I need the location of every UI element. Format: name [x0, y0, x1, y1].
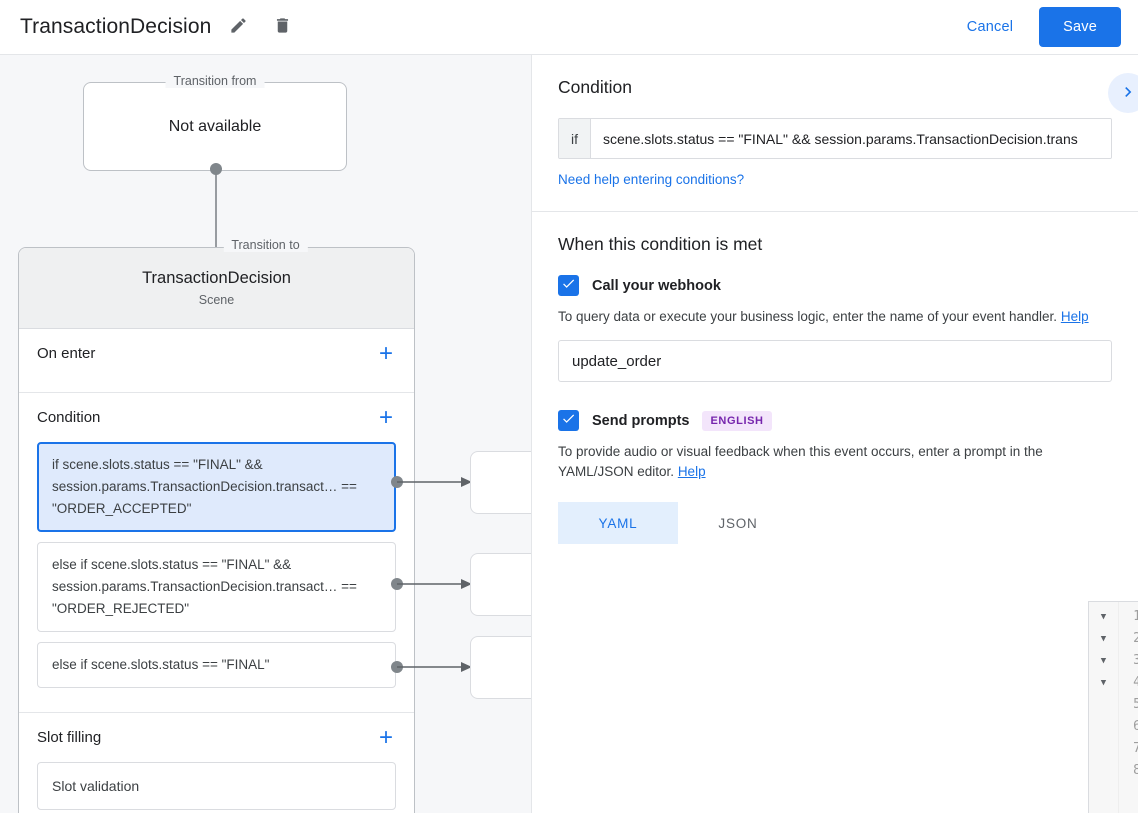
page-title: TransactionDecision	[20, 15, 212, 38]
pencil-icon	[229, 16, 248, 38]
section-header: On enter +	[37, 329, 396, 378]
condition-input[interactable]	[591, 119, 1111, 158]
webhook-handler-input[interactable]	[558, 340, 1112, 382]
transition-to-legend: Transition to	[223, 238, 308, 252]
code-line-number: 5	[1119, 694, 1138, 716]
code-fold-toggle[interactable]: ▼	[1100, 634, 1107, 644]
section-condition: Condition + if scene.slots.status == "FI…	[19, 393, 414, 713]
section-slot-filling: Slot filling + Slot validation	[19, 713, 414, 813]
transition-from-box[interactable]: Transition from Not available	[83, 74, 347, 171]
transition-target-box[interactable]	[470, 451, 531, 514]
add-condition-button[interactable]: +	[376, 405, 396, 430]
code-line-number: 8	[1119, 760, 1138, 782]
code-line-number: 1	[1119, 606, 1138, 628]
add-on-enter-button[interactable]: +	[376, 341, 396, 366]
code-fold-toggle	[1089, 738, 1118, 760]
condition-section: Condition if Need help entering conditio…	[532, 55, 1138, 212]
code-fold-toggle	[1089, 694, 1118, 716]
scene-graph-panel: Transition from Not available Transition…	[0, 55, 531, 813]
code-line-number: 6	[1119, 716, 1138, 738]
cancel-button[interactable]: Cancel	[955, 10, 1025, 44]
code-fold-gutter[interactable]: ▼ ▼ ▼ ▼	[1089, 602, 1119, 813]
tab-yaml[interactable]: YAML	[558, 502, 678, 544]
condition-help-link[interactable]: Need help entering conditions?	[558, 172, 745, 187]
chevron-right-icon	[1118, 82, 1138, 105]
send-prompts-row: Send prompts ENGLISH	[558, 410, 1112, 431]
language-badge: ENGLISH	[702, 410, 772, 431]
transition-from-value: Not available	[168, 117, 262, 135]
when-condition-met-section: When this condition is met Call your web…	[532, 212, 1138, 544]
tab-json[interactable]: JSON	[678, 502, 798, 544]
condition-chip-accepted[interactable]: if scene.slots.status == "FINAL" && sess…	[37, 442, 396, 532]
code-fold-toggle	[1089, 716, 1118, 738]
scene-type-label: Scene	[198, 293, 235, 307]
header-actions: Cancel Save	[955, 7, 1121, 47]
delete-button[interactable]	[265, 10, 299, 44]
expand-panel-button[interactable]	[1108, 73, 1138, 113]
call-webhook-row: Call your webhook	[558, 275, 1112, 296]
send-prompts-block: Send prompts ENGLISH To provide audio or…	[558, 410, 1112, 544]
edit-name-button[interactable]	[221, 10, 255, 44]
call-webhook-label: Call your webhook	[592, 277, 721, 294]
condition-detail-panel: Condition if Need help entering conditio…	[531, 55, 1138, 813]
transition-target-box[interactable]	[470, 636, 531, 699]
scene-card-header[interactable]: TransactionDecision Scene	[19, 248, 414, 329]
section-title-condition: Condition	[37, 409, 101, 426]
scene-card: TransactionDecision Scene On enter + Con…	[18, 247, 415, 813]
save-button[interactable]: Save	[1039, 7, 1121, 47]
code-line-number: 7	[1119, 738, 1138, 760]
code-fold-toggle[interactable]: ▼	[1100, 678, 1107, 688]
section-header: Condition +	[37, 393, 396, 442]
slot-validation-chip[interactable]: Slot validation	[37, 762, 396, 810]
webhook-helper-sentence: To query data or execute your business l…	[558, 309, 1058, 324]
code-line-number: 4	[1119, 672, 1138, 694]
editor-format-tabs: YAML JSON	[558, 502, 1112, 544]
webhook-help-link[interactable]: Help	[1060, 309, 1089, 324]
yaml-code-editor[interactable]: ▼▼▼▼ 12345678 candidates: - first_simple…	[1088, 601, 1138, 813]
when-met-heading: When this condition is met	[558, 234, 763, 254]
condition-chip-final[interactable]: else if scene.slots.status == "FINAL"	[37, 642, 396, 688]
prompts-helper-text: To provide audio or visual feedback when…	[558, 442, 1112, 482]
scene-name: TransactionDecision	[142, 269, 291, 287]
prompts-helper-sentence: To provide audio or visual feedback when…	[558, 444, 1043, 479]
condition-input-row: if	[558, 118, 1112, 159]
trash-icon	[273, 16, 292, 38]
code-line-numbers: 12345678	[1119, 602, 1138, 813]
code-fold-toggle[interactable]: ▼	[1100, 656, 1107, 666]
section-title-slot-filling: Slot filling	[37, 729, 102, 746]
add-slot-filling-button[interactable]: +	[376, 725, 396, 750]
app-header: TransactionDecision Cancel Save	[0, 0, 1138, 55]
condition-heading: Condition	[558, 77, 632, 97]
condition-if-label: if	[559, 119, 591, 158]
condition-chip-rejected[interactable]: else if scene.slots.status == "FINAL" &&…	[37, 542, 396, 632]
code-fold-toggle	[1089, 760, 1118, 782]
webhook-helper-text: To query data or execute your business l…	[558, 307, 1112, 327]
transition-from-legend: Transition from	[165, 74, 265, 88]
section-title-on-enter: On enter	[37, 345, 96, 362]
send-prompts-checkbox[interactable]	[558, 410, 579, 431]
section-on-enter: On enter +	[19, 329, 414, 393]
send-prompts-label: Send prompts	[592, 412, 690, 429]
section-header: Slot filling +	[37, 713, 396, 762]
code-fold-toggle[interactable]: ▼	[1100, 612, 1107, 622]
checkmark-icon	[561, 411, 576, 431]
code-line-number: 2	[1119, 628, 1138, 650]
prompts-help-link[interactable]: Help	[677, 464, 706, 479]
code-line-number: 3	[1119, 650, 1138, 672]
call-webhook-checkbox[interactable]	[558, 275, 579, 296]
transition-target-box[interactable]	[470, 553, 531, 616]
checkmark-icon	[561, 276, 576, 296]
